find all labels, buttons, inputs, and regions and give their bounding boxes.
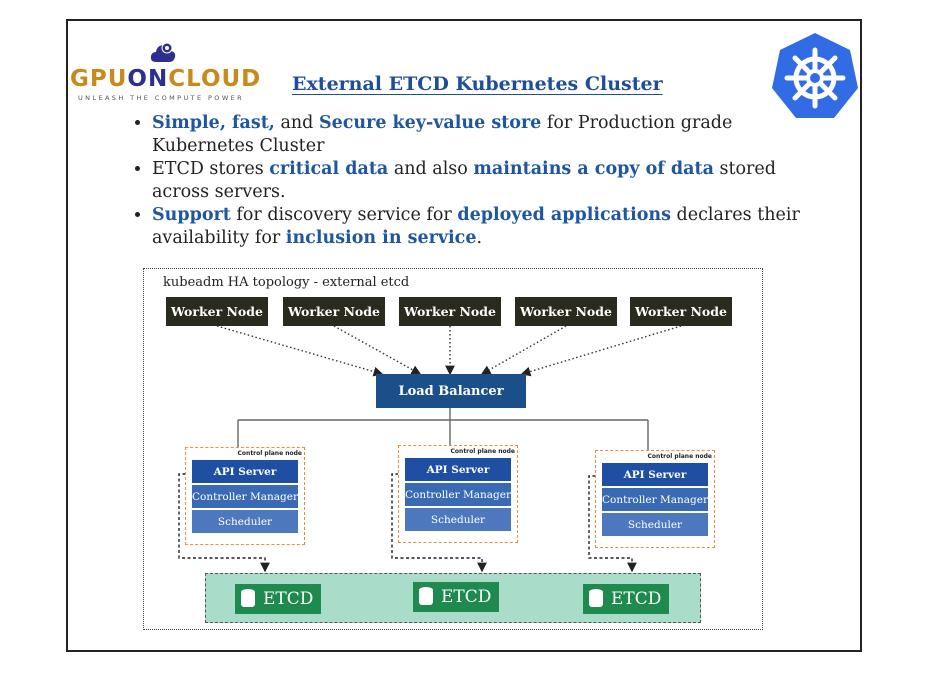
highlight-text: critical data bbox=[269, 159, 389, 179]
etcd-node-1: ETCD bbox=[235, 584, 322, 614]
etcd-node-2: ETCD bbox=[413, 582, 500, 612]
connector-cp1-etcd bbox=[178, 473, 270, 573]
connector-worker-4-lb bbox=[480, 325, 567, 375]
logo-tagline: UNLEASH THE COMPUTE POWER bbox=[78, 94, 245, 102]
highlight-text: maintains a copy of data bbox=[473, 159, 714, 179]
scheduler: Scheduler bbox=[602, 513, 708, 536]
controller-manager: Controller Manager bbox=[602, 488, 708, 511]
bullet-text: and also bbox=[388, 159, 474, 179]
bullet-item: ETCD stores critical data and also maint… bbox=[152, 158, 832, 204]
database-icon bbox=[419, 587, 433, 605]
connector-cp3-etcd bbox=[588, 475, 637, 573]
bullet-text: for Production grade Kubernetes Cluster bbox=[152, 113, 733, 156]
worker-node-3: Worker Node bbox=[399, 297, 501, 326]
control-plane-label: Control plane node bbox=[450, 448, 515, 455]
highlight-text: inclusion in service bbox=[285, 228, 477, 248]
gpuoncloud-logo: GPUONCLOUD UNLEASH THE COMPUTE POWER bbox=[70, 40, 270, 106]
bullet-list: Simple, fast, and Secure key-value store… bbox=[132, 112, 832, 250]
etcd-label: ETCD bbox=[263, 589, 314, 609]
connector-cp2-etcd bbox=[391, 473, 487, 573]
page-title: External ETCD Kubernetes Cluster bbox=[292, 73, 663, 95]
cloud-icon bbox=[150, 42, 176, 62]
connector-worker-5-lb bbox=[520, 325, 682, 377]
logo-word-cloud: CLOUD bbox=[168, 66, 262, 92]
control-plane-label: Control plane node bbox=[237, 450, 302, 457]
logo-wordmark: GPUONCLOUD bbox=[70, 66, 261, 92]
logo-word-on: ON bbox=[127, 66, 169, 92]
scheduler: Scheduler bbox=[405, 508, 511, 531]
etcd-node-3: ETCD bbox=[583, 584, 670, 614]
etcd-label: ETCD bbox=[611, 589, 662, 609]
bullet-text: for discovery service for bbox=[230, 205, 458, 225]
database-icon bbox=[241, 589, 255, 607]
highlight-text: Support bbox=[152, 205, 231, 225]
api-server: API Server bbox=[192, 460, 298, 483]
worker-node-1: Worker Node bbox=[166, 297, 268, 326]
etcd-label: ETCD bbox=[441, 587, 492, 607]
controller-manager: Controller Manager bbox=[192, 485, 298, 508]
bullet-text: and bbox=[274, 113, 319, 133]
scheduler: Scheduler bbox=[192, 510, 298, 533]
highlight-text: Secure key-value store bbox=[318, 113, 542, 133]
worker-node-4: Worker Node bbox=[515, 297, 617, 326]
highlight-text: Simple, fast, bbox=[152, 113, 275, 133]
bullet-item: Support for discovery service for deploy… bbox=[152, 204, 832, 250]
worker-node-5: Worker Node bbox=[630, 297, 732, 326]
connector-worker-1-lb bbox=[216, 325, 384, 377]
highlight-text: deployed applications bbox=[457, 205, 671, 225]
controller-manager: Controller Manager bbox=[405, 483, 511, 506]
connector-worker-2-lb bbox=[333, 325, 422, 375]
control-plane-node-1: Control plane node API Server Controller… bbox=[185, 447, 305, 545]
bullet-text: ETCD stores bbox=[152, 159, 270, 179]
api-server: API Server bbox=[602, 463, 708, 486]
load-balancer: Load Balancer bbox=[376, 374, 526, 408]
control-plane-node-3: Control plane node API Server Controller… bbox=[595, 450, 715, 548]
kubernetes-logo-icon bbox=[772, 33, 858, 118]
bullet-text: declares their availability for bbox=[152, 205, 800, 248]
diagram-title: kubeadm HA topology - external etcd bbox=[163, 275, 410, 290]
bullet-text: . bbox=[476, 228, 483, 248]
bullet-item: Simple, fast, and Secure key-value store… bbox=[152, 112, 832, 158]
worker-node-2: Worker Node bbox=[283, 297, 385, 326]
database-icon bbox=[589, 589, 603, 607]
control-plane-node-2: Control plane node API Server Controller… bbox=[398, 445, 518, 543]
logo-word-gpu: GPU bbox=[70, 66, 128, 92]
api-server: API Server bbox=[405, 458, 511, 481]
bullet-text: stored across servers. bbox=[152, 159, 776, 202]
control-plane-label: Control plane node bbox=[647, 453, 712, 460]
